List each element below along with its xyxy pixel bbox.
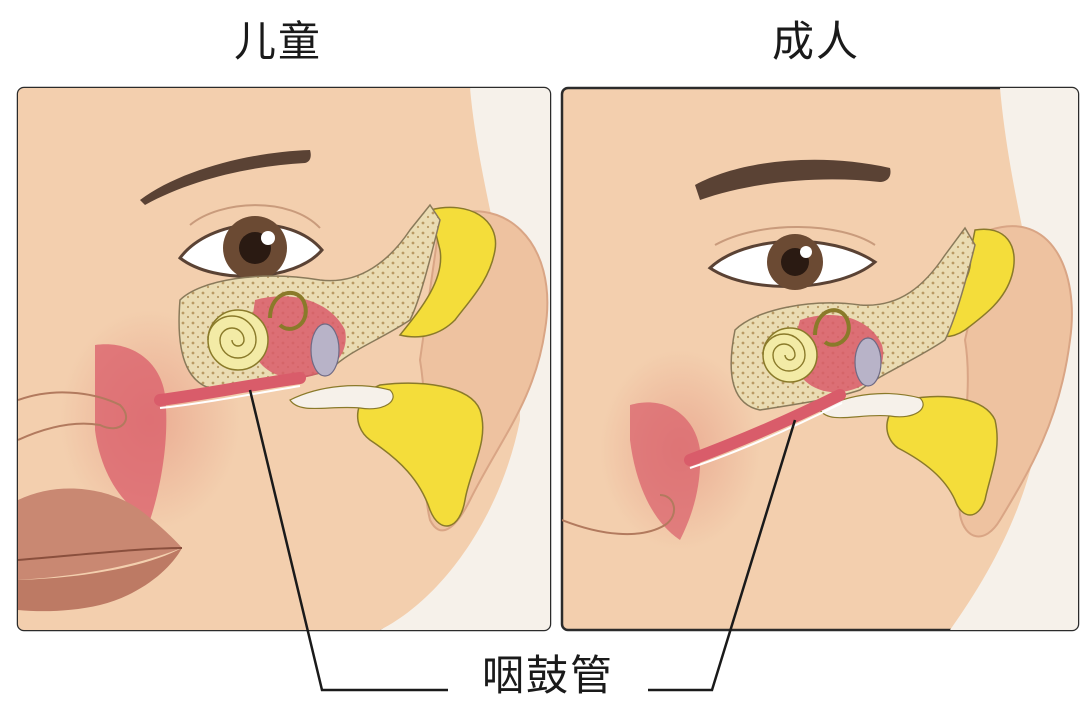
child-ear-cartilage-lower: [356, 382, 484, 527]
adult-eustachian-tube-outline: [689, 402, 843, 469]
adult-eyebrow: [695, 159, 891, 200]
adult-ear-canal: [819, 392, 924, 419]
adult-eyelid-crease: [714, 226, 876, 246]
child-panel-title: 儿童: [233, 17, 322, 66]
adult-eustachian-tube: [684, 389, 846, 466]
child-panel: [16, 86, 552, 632]
adult-cochlea-spiral: [762, 333, 806, 372]
child-callout-line: [248, 389, 450, 692]
child-lip-line: [18, 547, 183, 561]
adult-nasal-mucosa: [630, 402, 701, 540]
child-cochlea-spiral: [207, 315, 257, 359]
child-eyebrow: [140, 150, 311, 205]
child-eye-highlight: [261, 231, 275, 245]
adult-eardrum: [854, 337, 882, 387]
child-nose: [18, 391, 127, 441]
eustachian-tube-label: 咽鼓管: [448, 648, 648, 704]
child-cochlea: [207, 309, 269, 371]
child-semicircular-canal: [268, 290, 308, 331]
child-ear-cartilage-upper: [398, 206, 497, 338]
adult-cochlea: [762, 327, 818, 383]
adult-background: [950, 88, 1078, 630]
child-lower-lip: [18, 548, 182, 612]
child-eardrum: [310, 323, 340, 377]
adult-nose: [562, 494, 675, 535]
child-ear-canal: [289, 385, 394, 410]
child-nasal-mucosa: [95, 344, 167, 520]
adult-semicircular-canal: [813, 308, 851, 347]
child-eustachian-tube-outline: [159, 385, 301, 409]
child-eyelid-crease: [189, 204, 321, 229]
adult-panel-title: 成人: [771, 17, 860, 66]
adult-eye-highlight: [800, 246, 812, 258]
adult-ear-cartilage-lower: [886, 395, 998, 516]
adult-panel: [560, 86, 1080, 632]
child-eustachian-tube: [154, 372, 306, 406]
